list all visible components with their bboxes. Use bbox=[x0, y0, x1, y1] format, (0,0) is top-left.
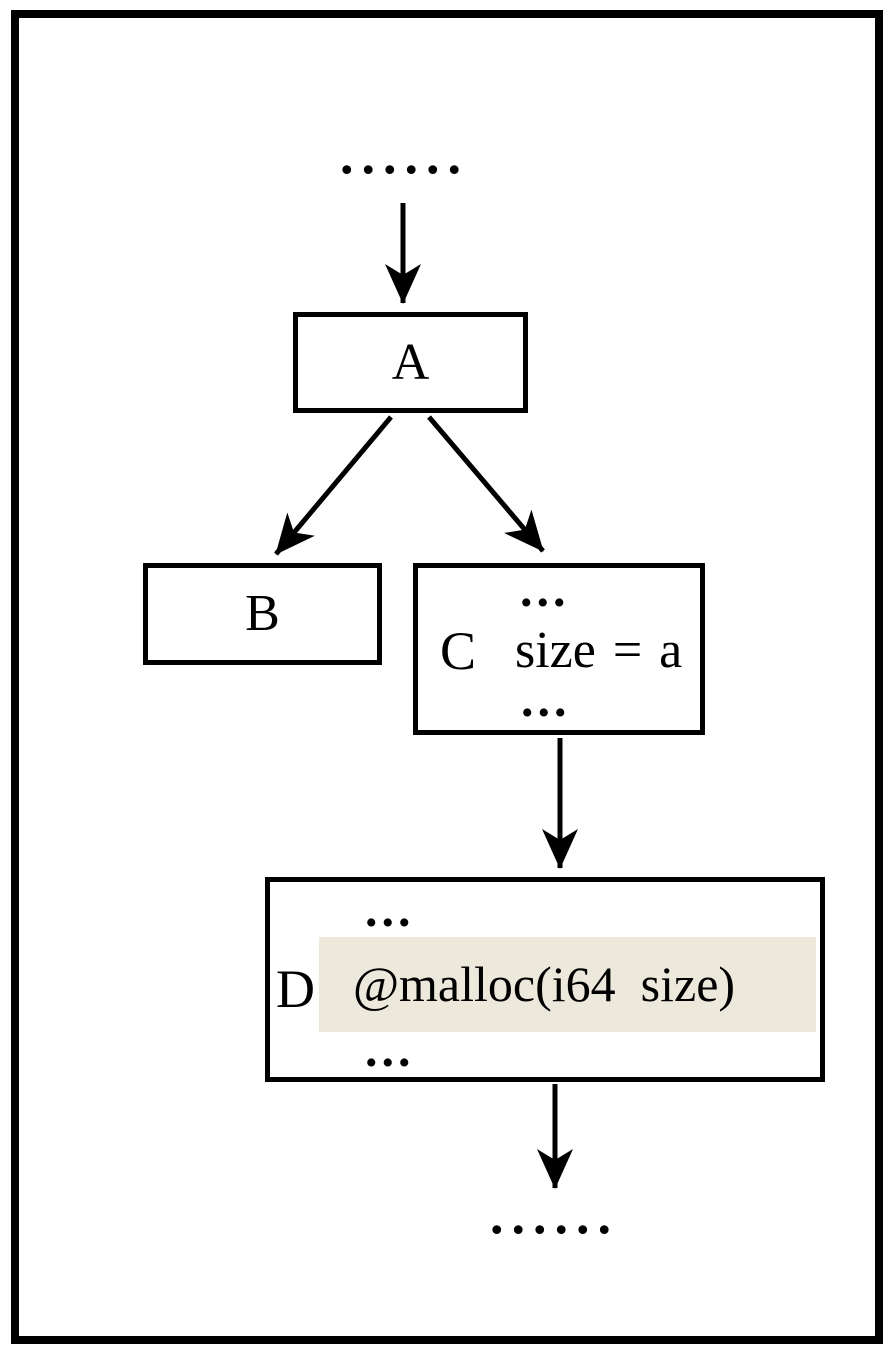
node-b: B bbox=[143, 563, 382, 665]
node-c: ... C size = a ... bbox=[413, 563, 705, 735]
node-c-code: size = a bbox=[515, 622, 683, 679]
node-c-ellipsis-top: ... bbox=[520, 561, 570, 617]
node-d-ellipsis-top: ... bbox=[365, 881, 415, 937]
node-d-code: @malloc(i64 size) bbox=[353, 956, 736, 1012]
node-a-label: A bbox=[391, 333, 430, 391]
entry-ellipsis: ...... bbox=[340, 125, 469, 185]
exit-ellipsis: ...... bbox=[490, 1185, 619, 1245]
node-b-label: B bbox=[245, 585, 280, 642]
node-d-highlight-band: @malloc(i64 size) bbox=[319, 937, 816, 1032]
node-d: ... D @malloc(i64 size) ... bbox=[265, 877, 825, 1082]
node-d-ellipsis-bottom: ... bbox=[365, 1021, 415, 1077]
node-c-ellipsis-bottom: ... bbox=[521, 671, 571, 727]
node-a: A bbox=[293, 312, 528, 413]
node-c-label: C bbox=[440, 621, 477, 681]
node-d-label: D bbox=[276, 959, 315, 1019]
